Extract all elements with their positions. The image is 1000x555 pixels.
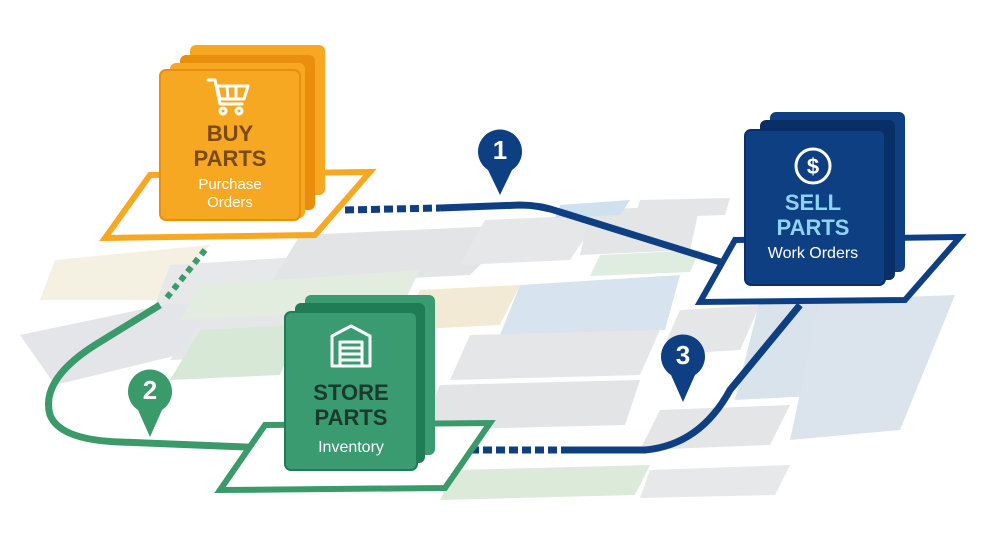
store-parts-card: STORE PARTS Inventory xyxy=(284,295,435,471)
store-title-line1: STORE xyxy=(313,380,388,405)
dollar-icon: $ xyxy=(794,147,832,185)
path-buy-to-store xyxy=(45,248,302,464)
svg-text:$: $ xyxy=(807,154,819,179)
warehouse-icon xyxy=(330,324,372,368)
sell-subtitle: Work Orders xyxy=(768,245,858,262)
store-title-line2: PARTS xyxy=(315,405,388,430)
path-buy-to-sell xyxy=(344,201,732,269)
sell-title-line1: SELL xyxy=(785,190,841,215)
store-subtitle: Inventory xyxy=(318,439,384,456)
step-3-marker: 3 xyxy=(661,334,706,402)
buy-parts-card: BUY PARTS Purchase Orders xyxy=(159,45,325,221)
step-2-marker: 2 xyxy=(128,369,173,437)
step-3-label: 3 xyxy=(676,340,690,370)
step-1-label: 1 xyxy=(493,135,507,165)
path-store-to-sell xyxy=(470,302,803,454)
buy-title-line2: PARTS xyxy=(194,146,267,171)
buy-subtitle-line1: Purchase xyxy=(198,176,261,193)
step-2-label: 2 xyxy=(143,375,157,405)
sell-parts-card: $ SELL PARTS Work Orders xyxy=(744,112,905,286)
buy-title-line1: BUY xyxy=(207,121,254,146)
sell-title-line2: PARTS xyxy=(777,215,850,240)
step-1-marker: 1 xyxy=(477,129,522,195)
shopping-cart-icon xyxy=(206,78,250,116)
buy-subtitle-line2: Orders xyxy=(207,194,253,211)
